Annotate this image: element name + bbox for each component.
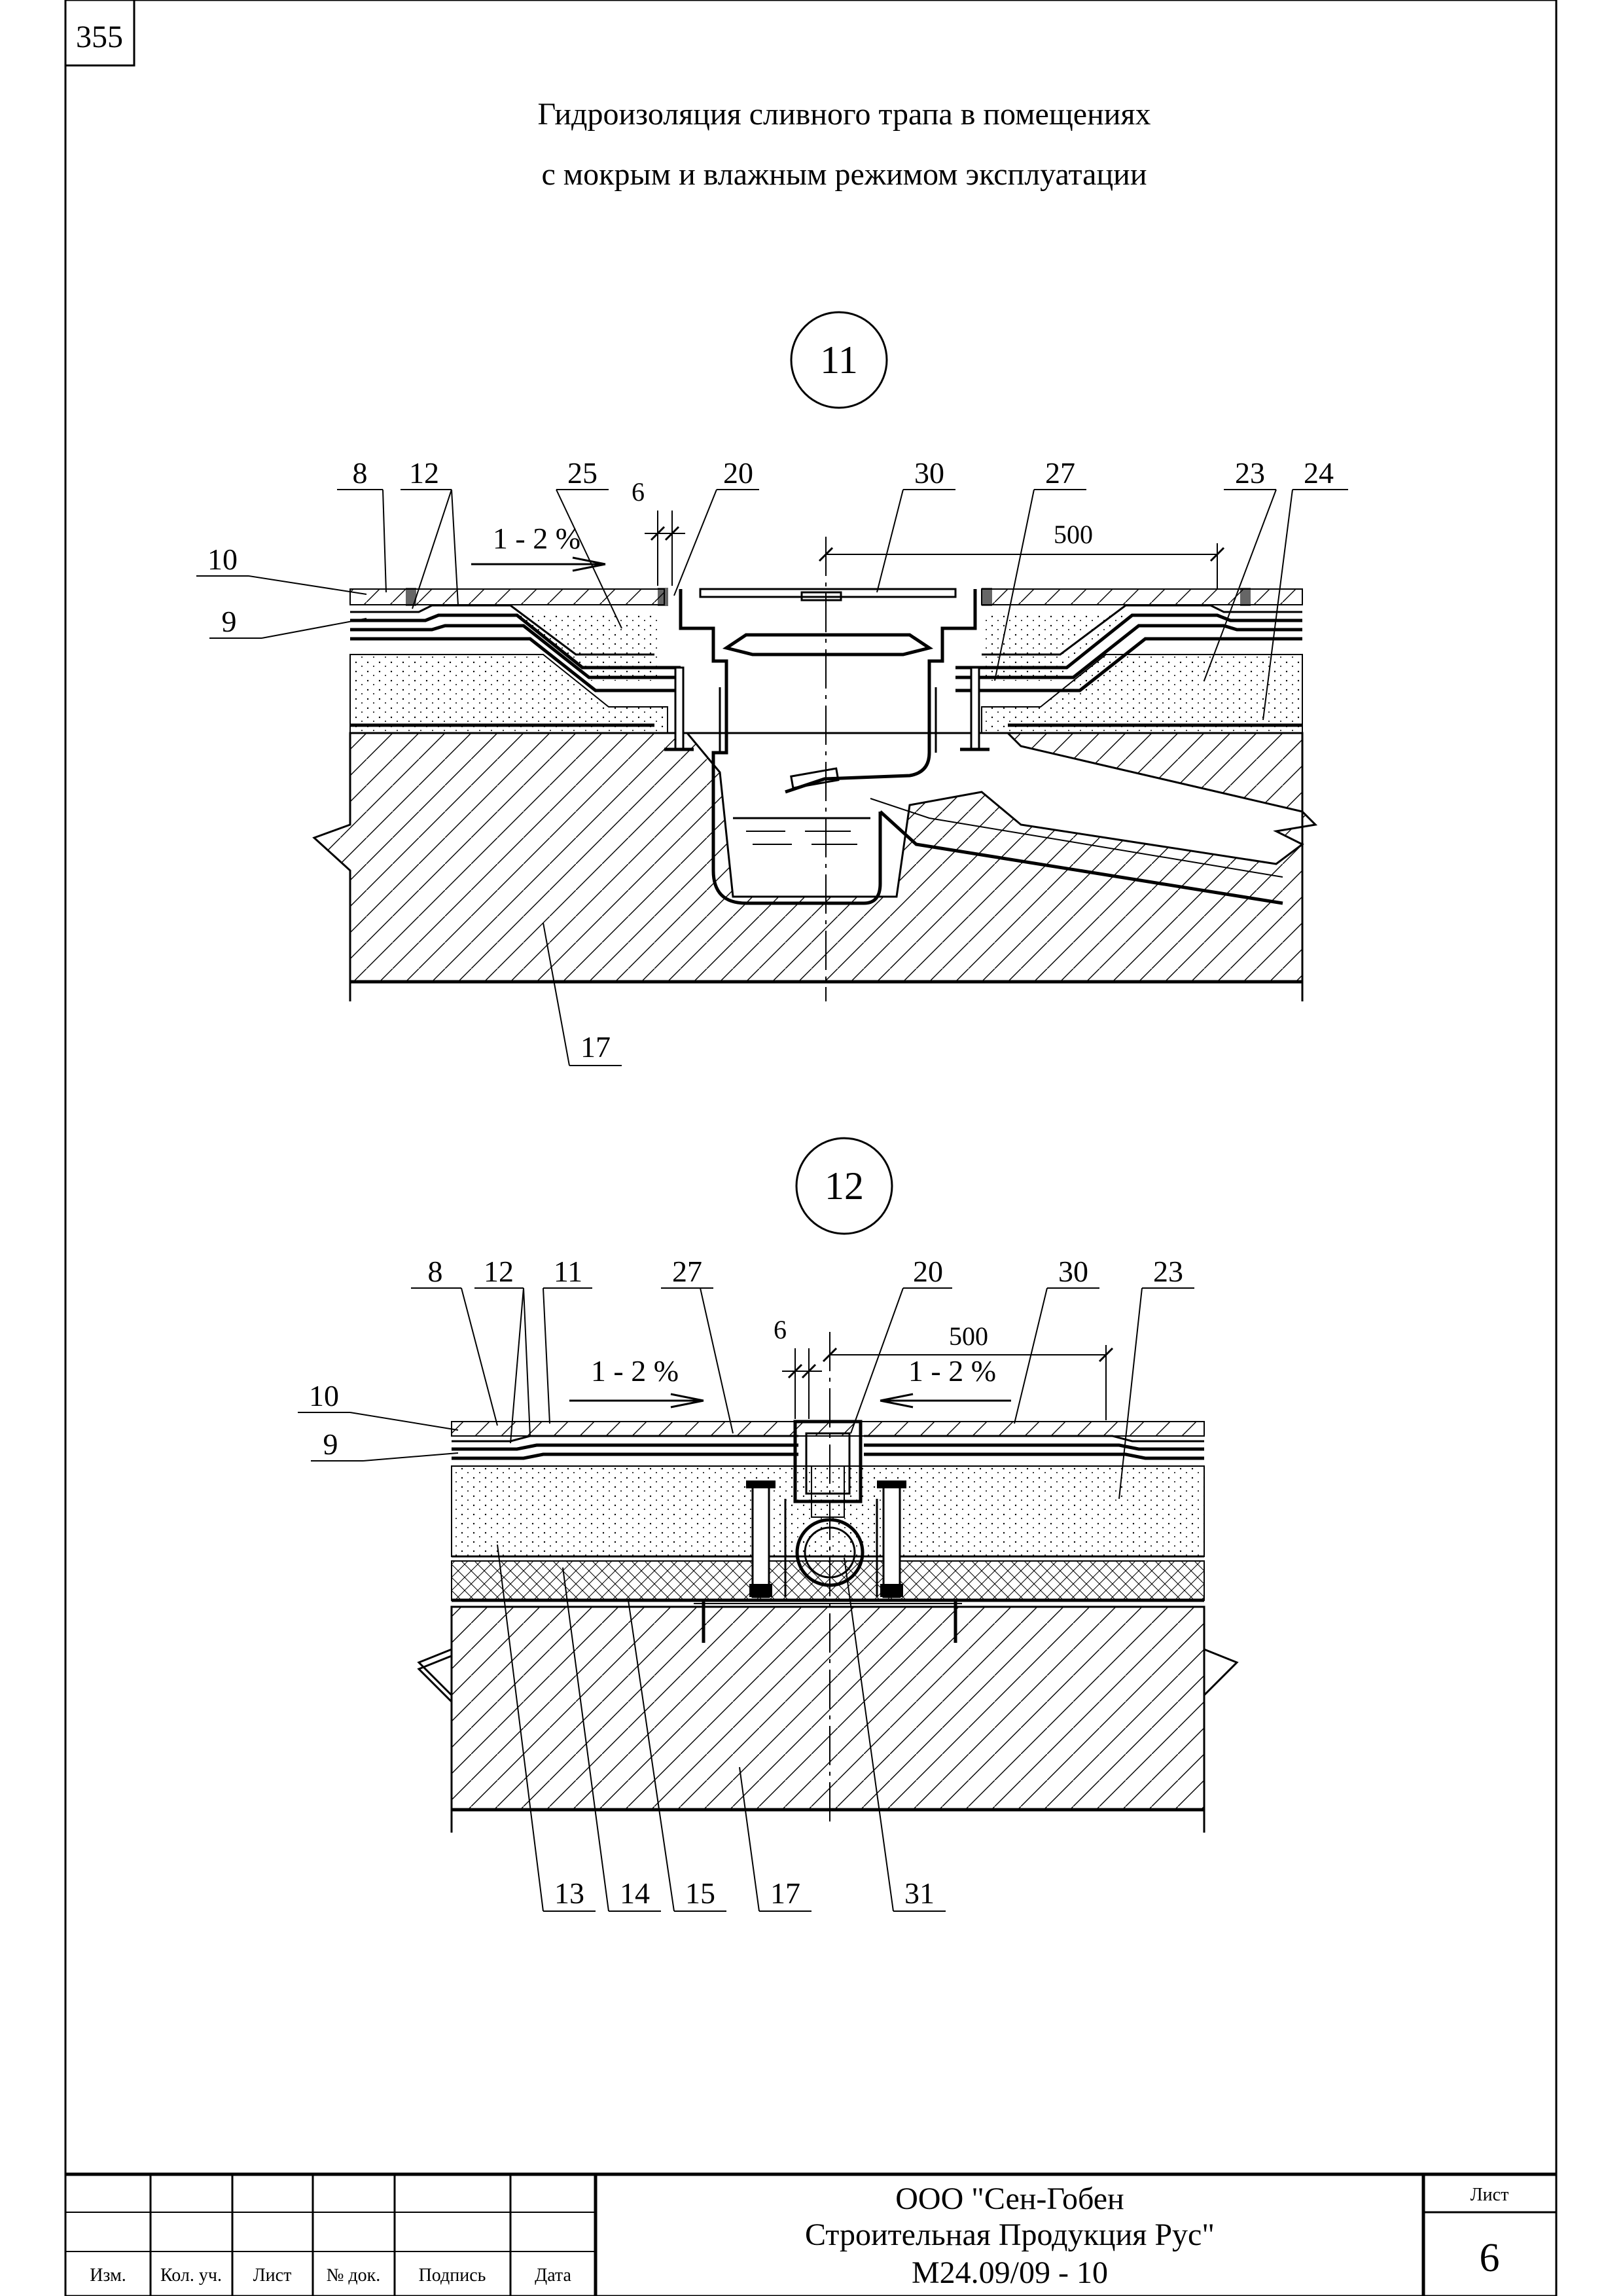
screed-12: [451, 1465, 1205, 1557]
title-line-1: Гидроизоляция сливного трапа в помещения…: [537, 97, 1150, 132]
stamp-company-1: ООО "Сен-Гобен: [895, 2181, 1124, 2216]
callout-23: 23: [1235, 456, 1265, 490]
callout-9b: 9: [323, 1427, 338, 1461]
detail-11: 11: [196, 311, 1348, 1066]
detail-12: 12: [298, 1137, 1239, 1912]
stamp-header-date: Дата: [535, 2265, 571, 2286]
stamp-company-2: Строительная Продукция Рус": [805, 2217, 1215, 2252]
dim-width-11: 500: [1054, 520, 1093, 549]
screed-right-11: [981, 654, 1303, 734]
sheet-frame: [64, 0, 1558, 2296]
callout-9: 9: [222, 605, 237, 638]
callout-8: 8: [353, 456, 368, 490]
callouts-top-11: 8 12 25 20 30 27 23 24: [337, 456, 1348, 721]
insulation-12: [451, 1560, 1205, 1601]
title-block: Изм. Кол. уч. Лист № док. Подпись Дата О…: [65, 2172, 1556, 2296]
concrete-slab-11: [312, 732, 1318, 983]
callout-13: 13: [554, 1876, 584, 1910]
stamp-doc-code: М24.09/09 - 10: [912, 2255, 1108, 2290]
stamp-header-kol: Кол. уч.: [160, 2265, 222, 2286]
concrete-slab-12: [450, 1605, 1205, 1811]
dim-gap-11: 6: [632, 477, 645, 507]
title-line-2: с мокрым и влажным режимом эксплуатации: [541, 157, 1147, 192]
page-number: 355: [76, 20, 123, 54]
screed-left-11: [349, 654, 668, 734]
callout-30b: 30: [1058, 1255, 1088, 1288]
callout-8b: 8: [428, 1255, 443, 1288]
callout-12: 12: [409, 456, 439, 490]
stamp-header-doc: № док.: [327, 2265, 381, 2286]
callout-15: 15: [685, 1876, 715, 1910]
callout-23b: 23: [1153, 1255, 1183, 1288]
page-number-box: [64, 0, 135, 67]
drain-body-11: [679, 589, 882, 905]
slope-11: 1 - 2 %: [493, 522, 580, 555]
stamp-header-izm: Изм.: [90, 2265, 126, 2286]
slope-12-left: 1 - 2 %: [591, 1354, 679, 1388]
drain-grate-11: [722, 633, 934, 656]
callout-10: 10: [207, 543, 238, 576]
tile-right-11: [981, 588, 1303, 605]
callout-17b: 17: [770, 1876, 800, 1910]
callout-25: 25: [567, 456, 597, 490]
stamp-header-sign: Подпись: [419, 2265, 486, 2286]
callout-14: 14: [620, 1876, 650, 1910]
stamp-header-list: Лист: [253, 2265, 292, 2286]
callout-11b: 11: [554, 1255, 582, 1288]
callout-20b: 20: [913, 1255, 943, 1288]
detail-11-marker: [790, 311, 888, 409]
tile-left-11: [349, 588, 665, 605]
channel-drain-12: [793, 1420, 863, 1503]
dim-width-12: 500: [949, 1321, 988, 1351]
callout-10b: 10: [309, 1379, 339, 1412]
mortar-left-11: [517, 615, 661, 681]
callout-31: 31: [904, 1876, 935, 1910]
detail-12-marker: [795, 1137, 893, 1235]
callout-12b: 12: [484, 1255, 514, 1288]
stamp-sheet-label: Лист: [1471, 2185, 1509, 2205]
callout-30: 30: [914, 456, 944, 490]
dim-gap-12: 6: [774, 1315, 787, 1344]
stamp-sheet-number: 6: [1480, 2236, 1500, 2280]
callout-27b: 27: [672, 1255, 702, 1288]
callout-20: 20: [723, 456, 753, 490]
detail-12-number: 12: [825, 1164, 864, 1208]
callout-27: 27: [1045, 456, 1075, 490]
slope-12-right: 1 - 2 %: [908, 1354, 996, 1388]
callout-17: 17: [580, 1030, 611, 1064]
detail-11-number: 11: [820, 338, 858, 382]
callouts-top-12: 8 12 11 27 20 30 23: [411, 1255, 1194, 1499]
callouts-bottom-12: 13 14 15 17 31: [497, 1544, 946, 1912]
callout-24: 24: [1304, 456, 1334, 490]
